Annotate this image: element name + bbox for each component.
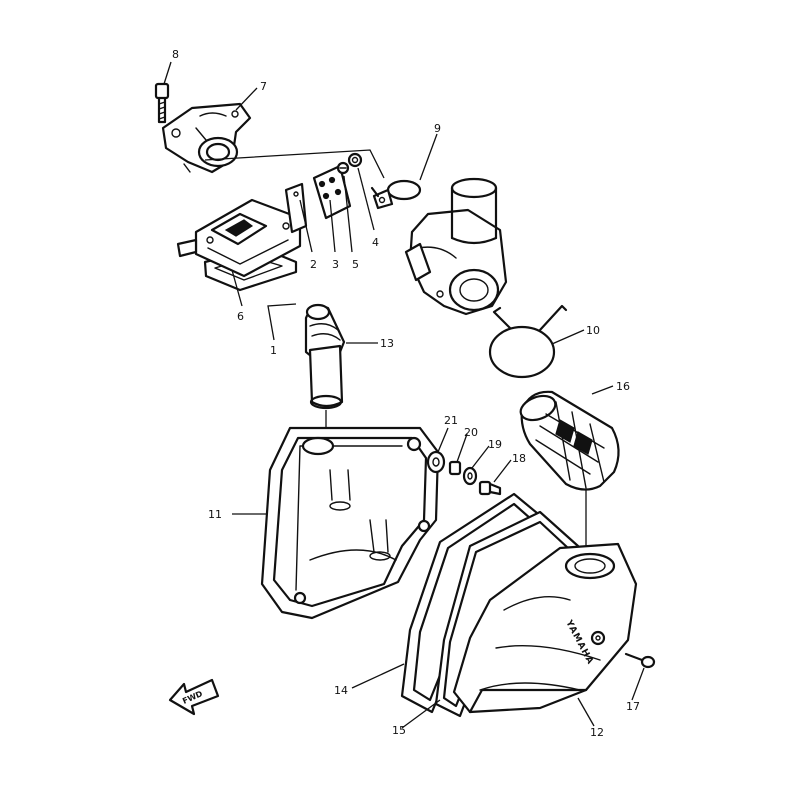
callout-3: 3 [332,258,339,271]
callout-7: 7 [260,80,267,93]
carburetor-body [404,177,508,316]
callout-9: 9 [434,122,441,135]
assembly-bracket-top [204,149,385,179]
screw-17 [624,652,656,669]
forward-direction-arrow: FWD [168,678,220,716]
callout-1: 1 [270,344,277,357]
callout-12: 12 [590,726,604,739]
callout-10: 10 [586,324,600,337]
callout-18: 18 [512,452,526,465]
air-filter-cover-12: YAMAHA [452,542,638,714]
callout-numbers: 8 7 9 2 3 5 4 6 1 13 10 16 21 20 19 18 1… [172,48,640,739]
callout-14: 14 [334,684,348,697]
intake-manifold-7 [161,102,252,174]
bolt-8 [154,82,170,124]
intake-boot-16 [519,390,620,491]
elbow-tube-13 [304,303,346,410]
reed-valve-assembly [176,152,363,292]
callout-11: 11 [208,508,222,521]
callout-19: 19 [488,438,502,451]
washer-19 [462,466,478,486]
callout-8: 8 [172,48,179,61]
air-filter-case-11 [260,426,440,620]
callout-20: 20 [464,426,478,439]
grommet-21 [426,450,446,474]
leader-lines [163,61,645,729]
callout-6: 6 [237,310,244,323]
wire-clip-10 [488,304,568,379]
bolt-18 [478,480,502,496]
callout-4: 4 [372,236,379,249]
callout-21: 21 [444,414,458,427]
callout-15: 15 [392,724,406,737]
callout-13: 13 [380,337,394,350]
hose-clamp-9 [370,179,422,210]
callout-2: 2 [310,258,317,271]
callout-16: 16 [616,380,630,393]
callout-17: 17 [626,700,640,713]
callout-5: 5 [352,258,359,271]
collar-20 [448,460,462,476]
